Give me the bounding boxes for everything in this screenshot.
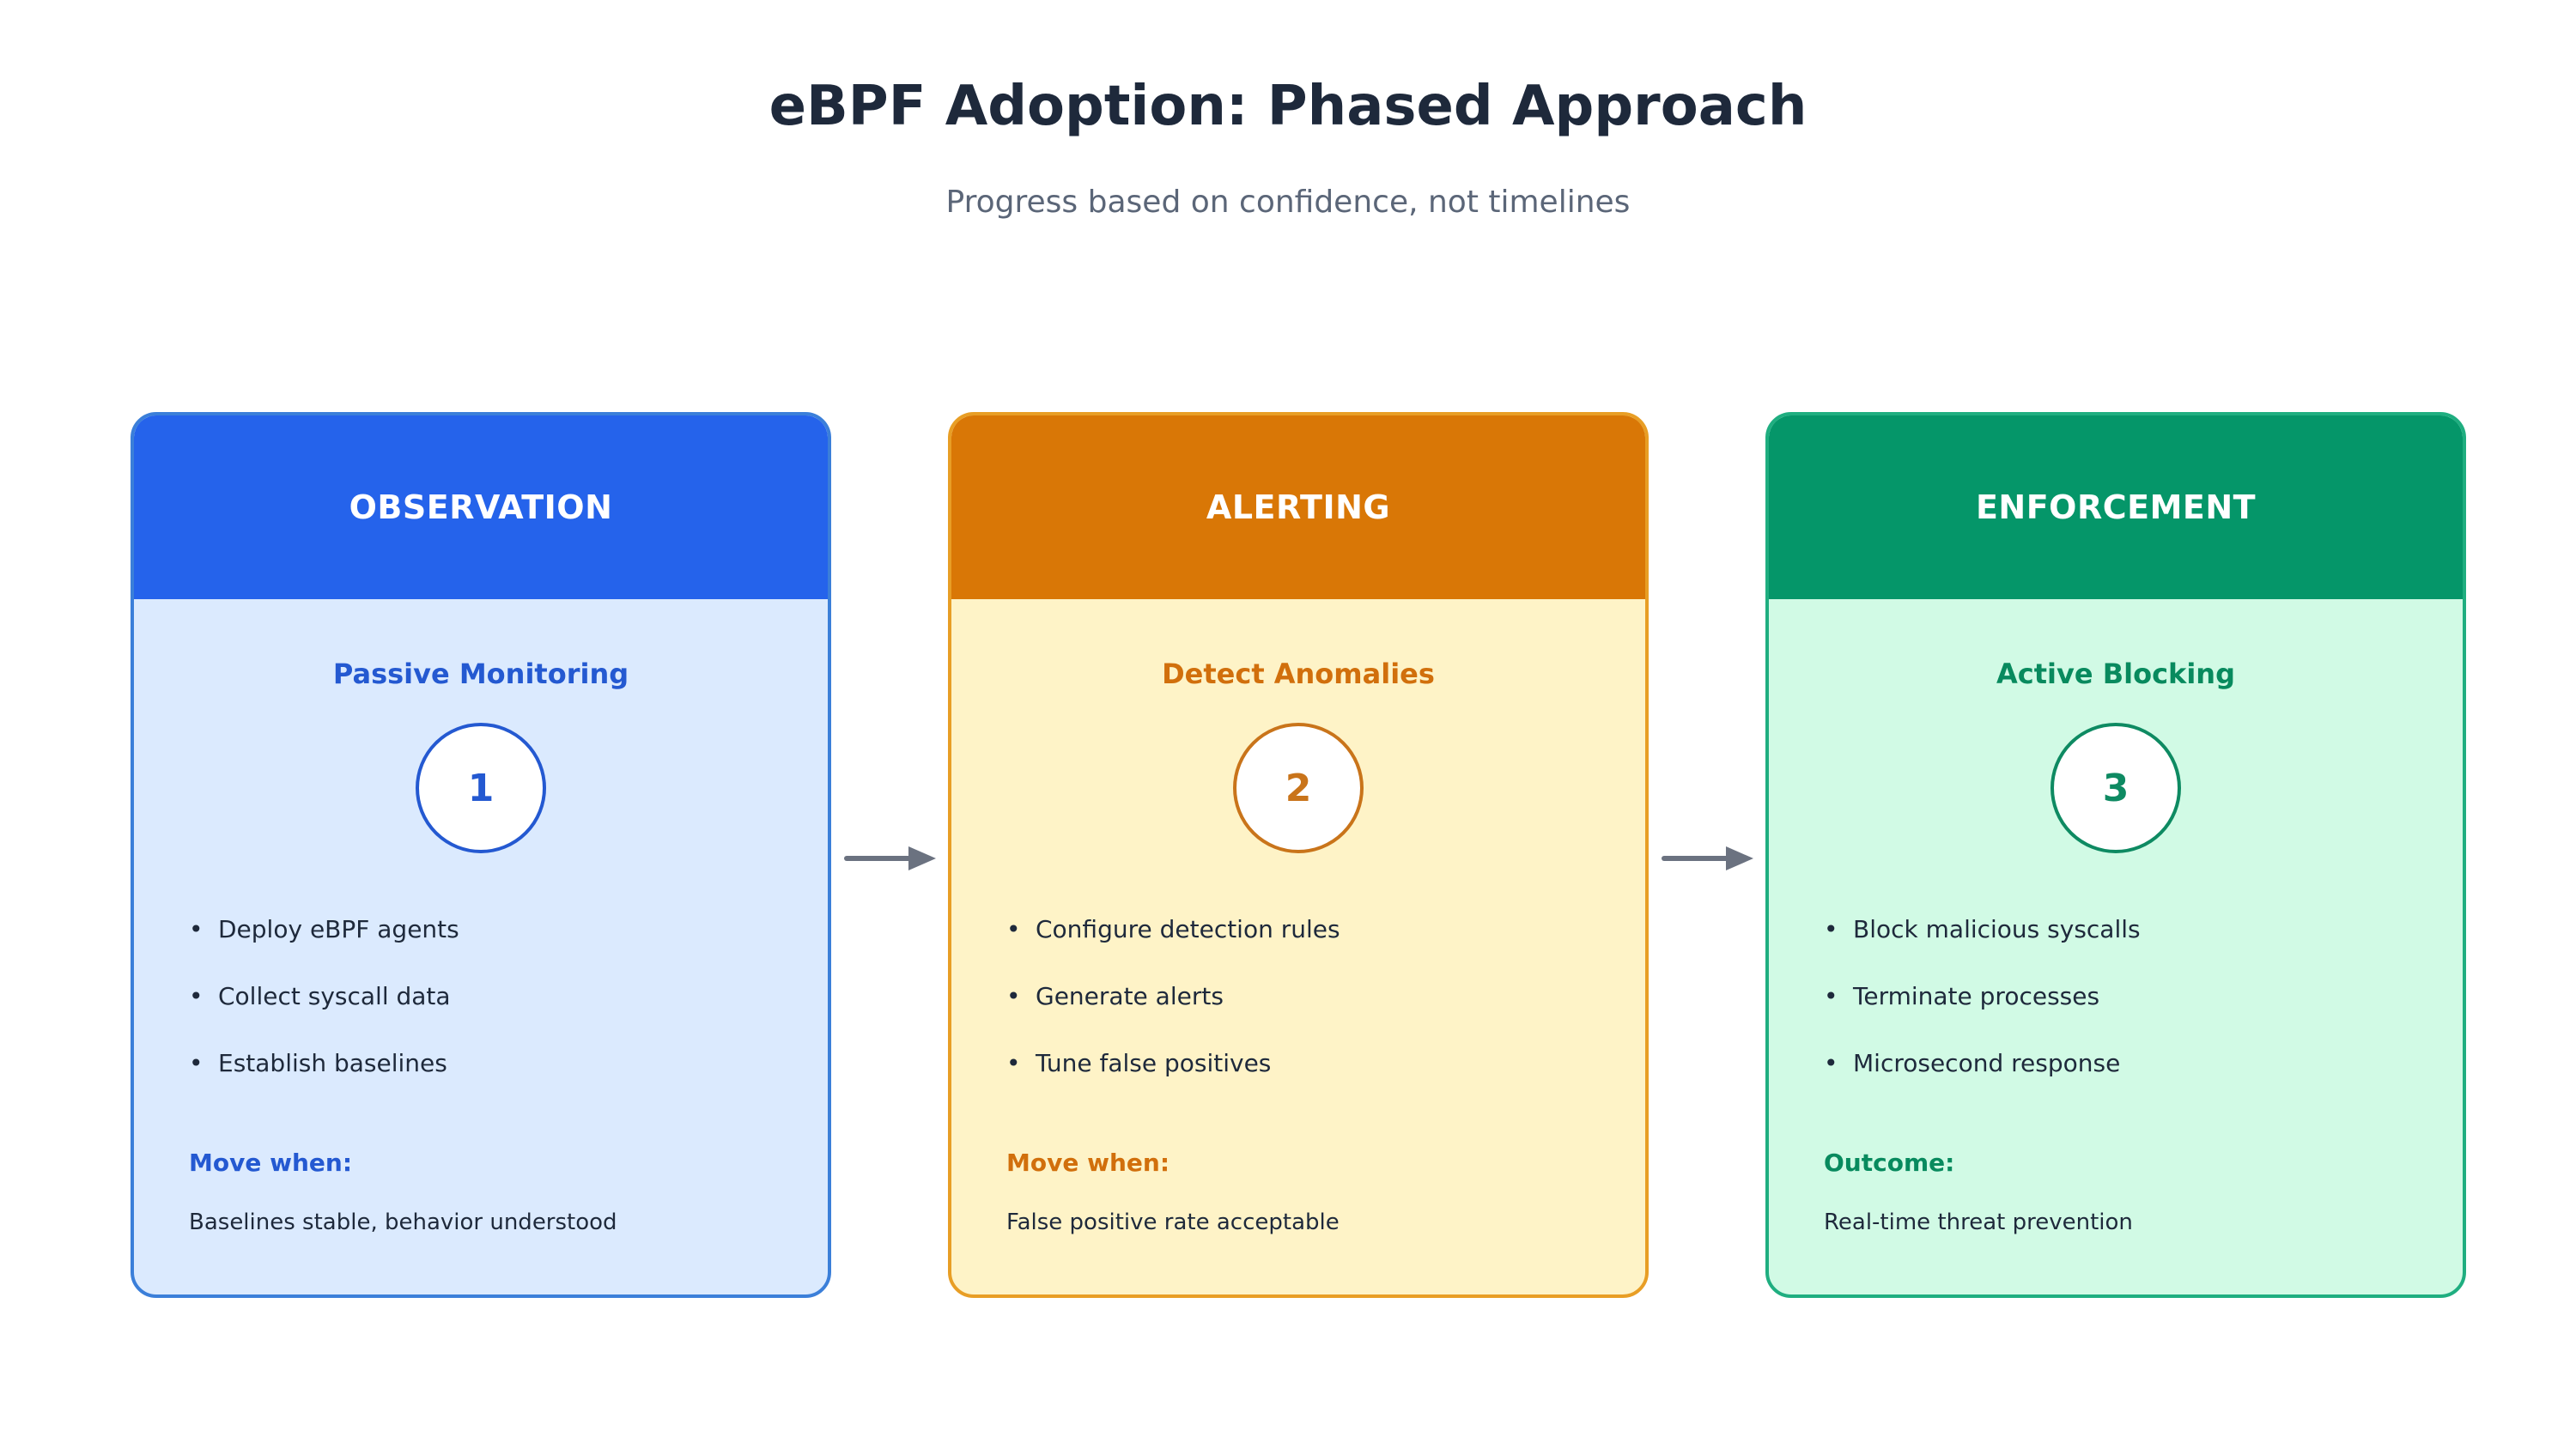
bullet-item: •Generate alerts <box>1006 982 1224 1010</box>
phase-bullet-list: •Configure detection rules •Generate ale… <box>1006 915 1340 1116</box>
phase-bullet-list: •Block malicious syscalls •Terminate pro… <box>1824 915 2141 1116</box>
phase-number-badge: 1 <box>416 723 546 853</box>
phase-number-badge: 2 <box>1233 723 1364 853</box>
phase-header: ENFORCEMENT <box>1769 415 2463 599</box>
arrow-right-icon <box>844 846 936 870</box>
bullet-item: •Microsecond response <box>1824 1049 2121 1077</box>
arrow-right-icon <box>1662 846 1753 870</box>
bullet-item: •Establish baselines <box>189 1049 447 1077</box>
phase-card-observation: OBSERVATION Passive Monitoring 1 •Deploy… <box>131 412 831 1298</box>
bullet-item: •Block malicious syscalls <box>1824 915 2141 943</box>
bullet-item: •Configure detection rules <box>1006 915 1340 943</box>
bullet-item: •Terminate processes <box>1824 982 2100 1010</box>
phase-card-enforcement: ENFORCEMENT Active Blocking 3 •Block mal… <box>1765 412 2466 1298</box>
phase-subtitle: Active Blocking <box>1996 658 2235 690</box>
phase-footer-text: False positive rate acceptable <box>1006 1210 1340 1235</box>
diagram-title: eBPF Adoption: Phased Approach <box>769 75 1807 138</box>
phase-footer-text: Real-time threat prevention <box>1824 1210 2133 1235</box>
phase-number-badge: 3 <box>2050 723 2181 853</box>
phase-subtitle: Detect Anomalies <box>1162 658 1435 690</box>
phase-header: ALERTING <box>951 415 1645 599</box>
phase-header: OBSERVATION <box>134 415 828 599</box>
bullet-item: •Collect syscall data <box>189 982 451 1010</box>
phase-card-alerting: ALERTING Detect Anomalies 2 •Configure d… <box>948 412 1649 1298</box>
phase-footer-label: Move when: <box>1006 1149 1170 1177</box>
phase-footer-label: Outcome: <box>1824 1149 1955 1177</box>
phase-footer-label: Move when: <box>189 1149 353 1177</box>
bullet-item: •Tune false positives <box>1006 1049 1272 1077</box>
bullet-item: •Deploy eBPF agents <box>189 915 459 943</box>
phase-bullet-list: •Deploy eBPF agents •Collect syscall dat… <box>189 915 459 1116</box>
phase-footer-text: Baselines stable, behavior understood <box>189 1210 617 1235</box>
phase-subtitle: Passive Monitoring <box>332 658 629 690</box>
diagram-subtitle: Progress based on confidence, not timeli… <box>945 185 1631 220</box>
